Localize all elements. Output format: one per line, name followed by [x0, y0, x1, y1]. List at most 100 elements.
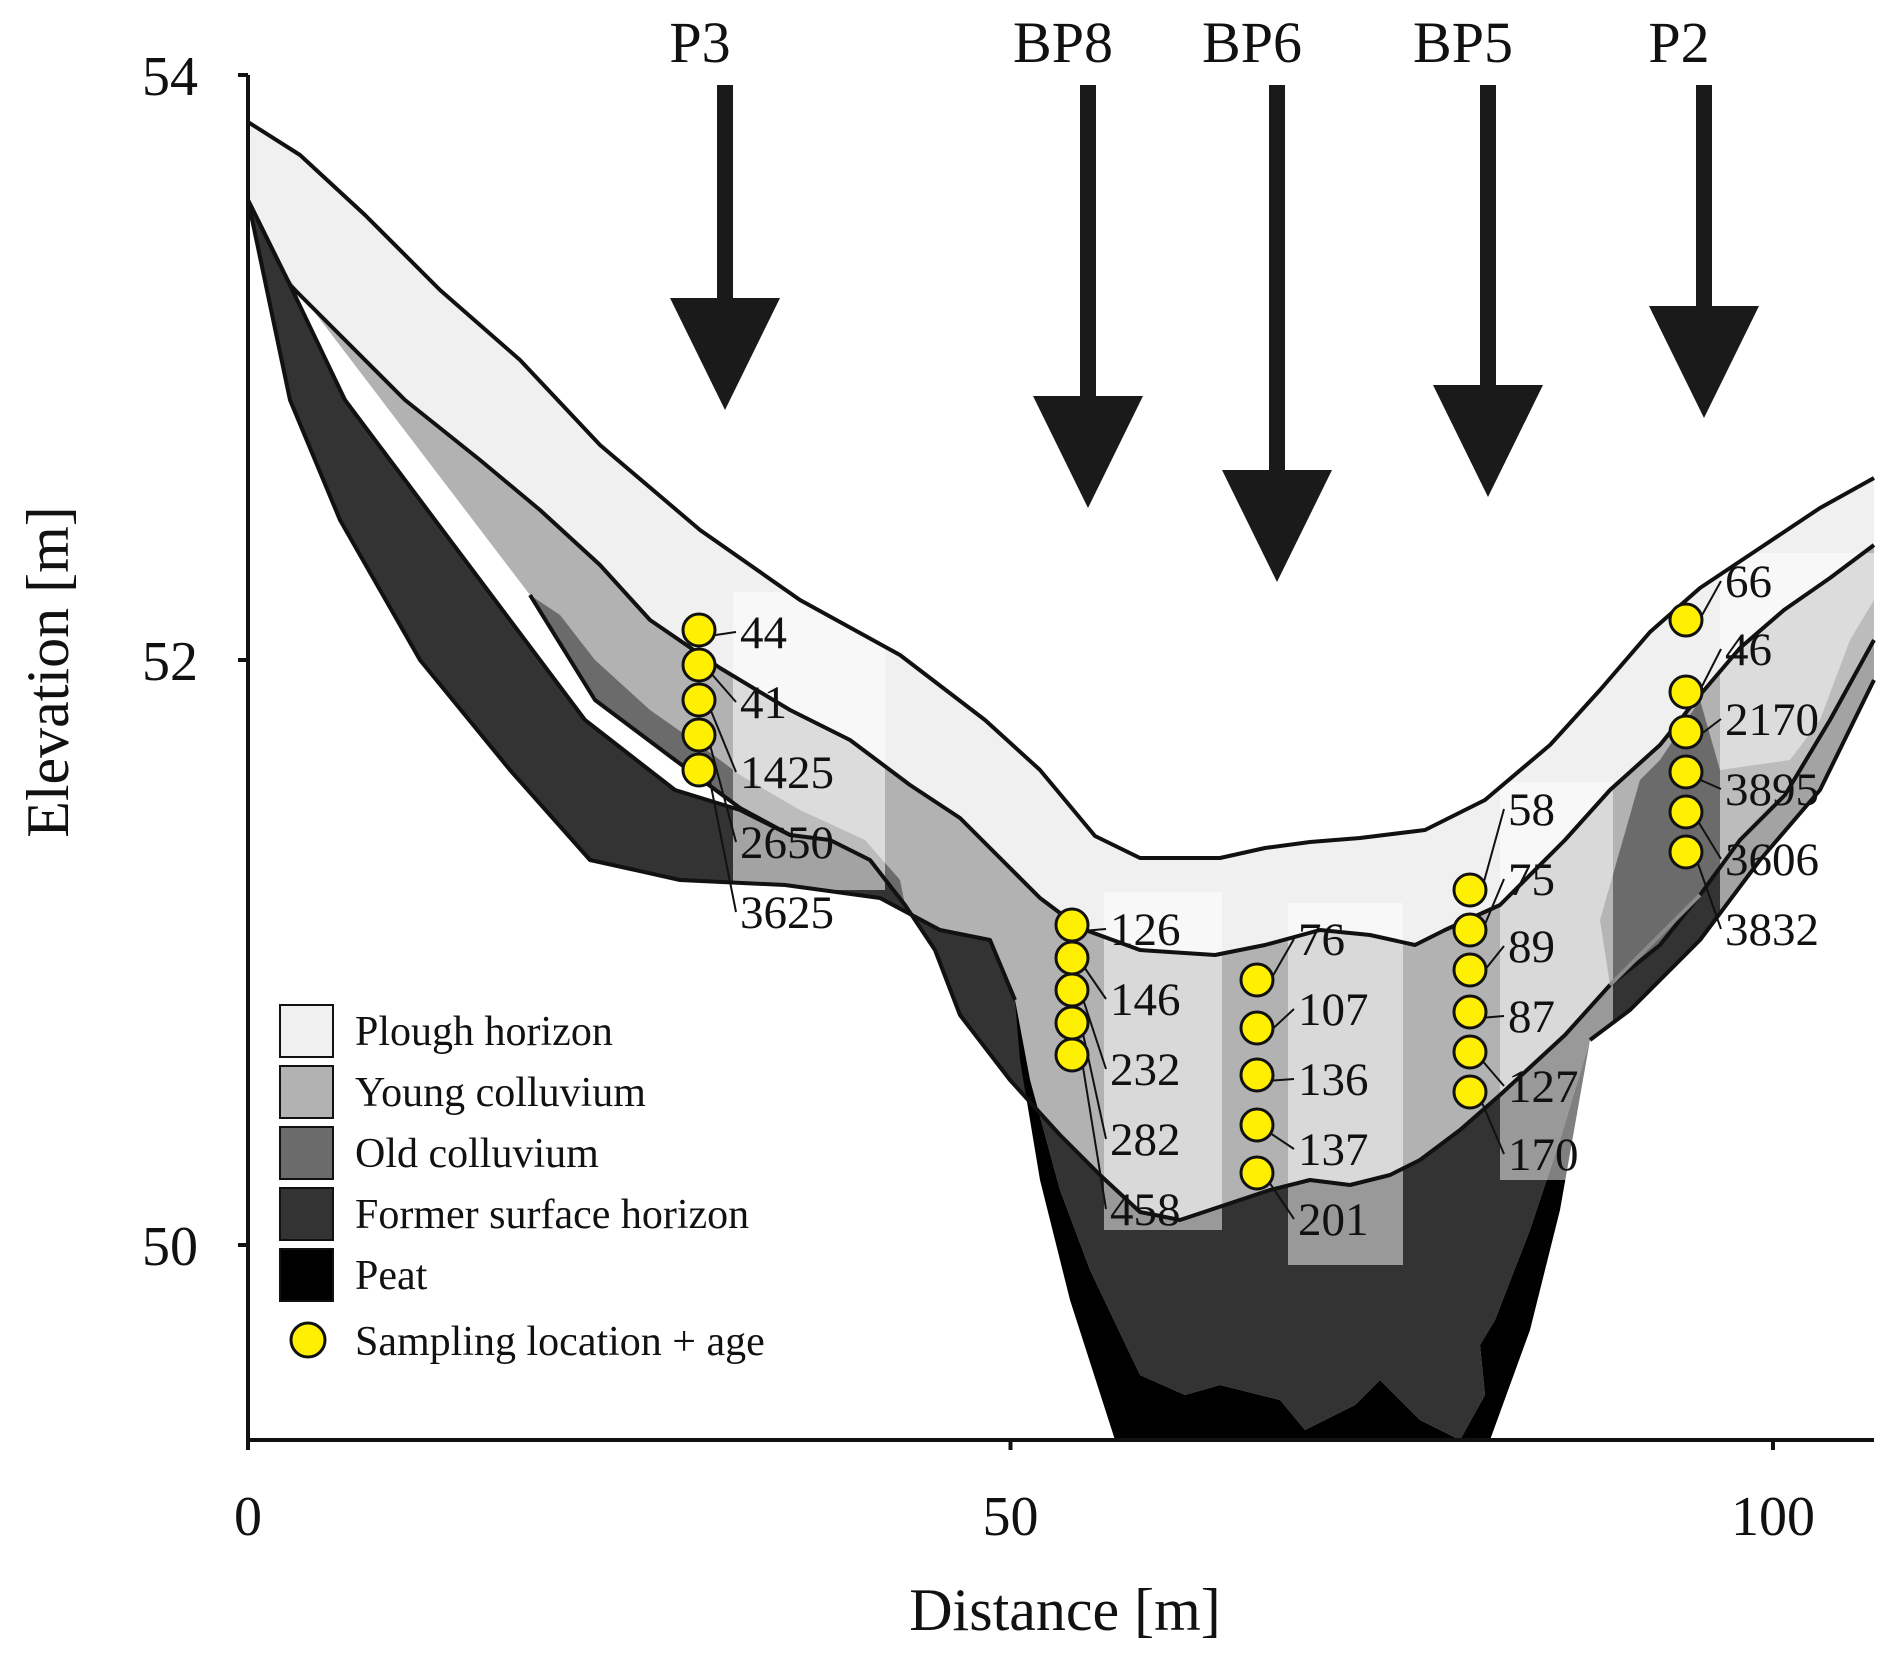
profile-arrow-shaft [1269, 85, 1285, 482]
sampling-point [1054, 1005, 1090, 1041]
age-leader-line [1081, 995, 1107, 1070]
y-tick-label: 50 [142, 1216, 198, 1278]
age-label: 282 [1110, 1114, 1181, 1166]
sampling-point [1668, 714, 1704, 750]
sampling-point [1239, 962, 1275, 998]
profile-label: BP5 [1413, 10, 1513, 75]
age-label: 170 [1508, 1129, 1579, 1181]
legend-label-young: Young colluvium [355, 1070, 646, 1116]
ground-surface-line [246, 120, 1875, 860]
old-colluvium-base-line [246, 199, 791, 837]
age-label: 127 [1508, 1061, 1579, 1113]
legend-label-old: Old colluvium [355, 1131, 599, 1177]
sampling-point [1054, 1037, 1090, 1073]
age-label: 87 [1508, 991, 1555, 1043]
sampling-point [681, 717, 717, 753]
age-label: 2650 [740, 817, 834, 869]
legend-swatch-plough [279, 1004, 334, 1058]
age-leader-line [708, 705, 737, 773]
legend-label-peat: Peat [355, 1253, 428, 1299]
sampling-point [1452, 1034, 1488, 1070]
age-label: 75 [1508, 854, 1555, 906]
legend-swatch-peat [279, 1248, 334, 1302]
age-leader-line [708, 775, 737, 913]
legend-swatch-young [279, 1065, 334, 1119]
sampling-point [1668, 794, 1704, 830]
layer-boundaries [246, 120, 1876, 1222]
profile-arrow-head [670, 298, 780, 410]
legend-label-former: Former surface horizon [355, 1192, 749, 1238]
age-label: 3606 [1725, 834, 1819, 886]
sampling-point [1668, 602, 1704, 638]
age-label: 3832 [1725, 904, 1819, 956]
y-tick-label: 54 [142, 46, 198, 108]
age-leader-line [1081, 1060, 1107, 1210]
sampling-point [681, 682, 717, 718]
profile-arrow-head [1033, 396, 1143, 508]
sampling-point [1239, 1155, 1275, 1191]
sampling-point [1452, 872, 1488, 908]
profile-arrow-head [1649, 306, 1759, 418]
young-colluvium-base-line [528, 593, 1876, 1222]
sampling-point [1668, 834, 1704, 870]
legend-label-plough: Plough horizon [355, 1009, 613, 1055]
sampling-point [1452, 952, 1488, 988]
legend-swatch-former [279, 1187, 334, 1241]
sampling-point [681, 612, 717, 648]
soil-layers [248, 122, 1874, 1440]
age-label: 3895 [1725, 764, 1819, 816]
profile-label: P3 [669, 10, 730, 75]
age-label: 89 [1508, 921, 1555, 973]
profile-arrow-head [1433, 385, 1543, 497]
age-label: 41 [740, 677, 787, 729]
sampling-point [1054, 940, 1090, 976]
age-leader-line [1081, 963, 1107, 1000]
profile-arrow-shaft [1696, 85, 1712, 318]
age-label: 137 [1298, 1124, 1369, 1176]
profile-arrow-shaft [1080, 85, 1096, 408]
age-label: 66 [1725, 556, 1772, 608]
legend-swatch-old [279, 1126, 334, 1180]
age-label: 201 [1298, 1194, 1369, 1246]
x-tick-label: 100 [1731, 1486, 1815, 1548]
profile-arrow-shaft [1480, 85, 1496, 397]
age-label: 76 [1298, 914, 1345, 966]
age-label: 1425 [740, 747, 834, 799]
sampling-point [1452, 1074, 1488, 1110]
pit-box-p2 [1720, 553, 1874, 928]
y-axis-title: Elevation [m] [15, 506, 81, 838]
sampling-point [1452, 994, 1488, 1030]
sampling-point [1054, 907, 1090, 943]
age-leader-line [1266, 1178, 1295, 1220]
sampling-point [681, 752, 717, 788]
age-label: 58 [1508, 784, 1555, 836]
sampling-point [1239, 1010, 1275, 1046]
profile-bp5: BP5 58 75 89 87 127 170 [1413, 10, 1578, 1181]
sampling-point [681, 647, 717, 683]
age-leader-line [708, 670, 737, 703]
age-label: 44 [740, 607, 787, 659]
sampling-point [1239, 1107, 1275, 1143]
age-label: 146 [1110, 974, 1181, 1026]
sampling-point [1239, 1057, 1275, 1093]
age-label: 3625 [740, 887, 834, 939]
x-tick-label: 0 [234, 1486, 262, 1548]
plough-base-line [246, 199, 1876, 957]
profile-arrow-head [1222, 470, 1332, 582]
legend-sampling-swatch [289, 1321, 327, 1359]
age-label: 46 [1725, 624, 1772, 676]
age-leader-line [1695, 817, 1722, 860]
profile-p3: P3 44 41 1425 2650 3625 [669, 10, 834, 939]
former-surface-base-line [246, 199, 1017, 1001]
sampling-point [1668, 674, 1704, 710]
pit-box-bp6 [1288, 903, 1403, 1265]
pit-box-bp5 [1500, 782, 1613, 1180]
age-leader-line [1695, 857, 1722, 930]
legend-sampling-label: Sampling location + age [355, 1319, 765, 1365]
